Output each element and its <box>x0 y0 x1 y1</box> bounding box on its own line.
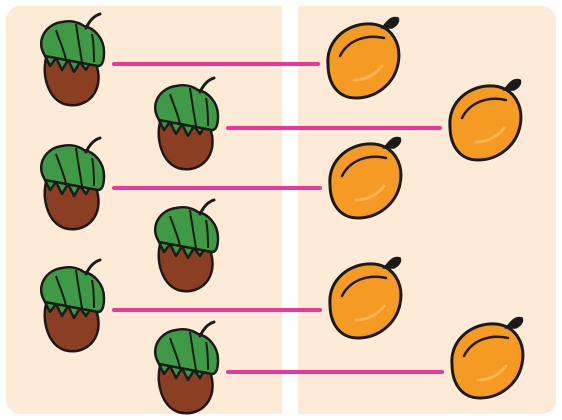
matching-diagram <box>0 0 562 420</box>
